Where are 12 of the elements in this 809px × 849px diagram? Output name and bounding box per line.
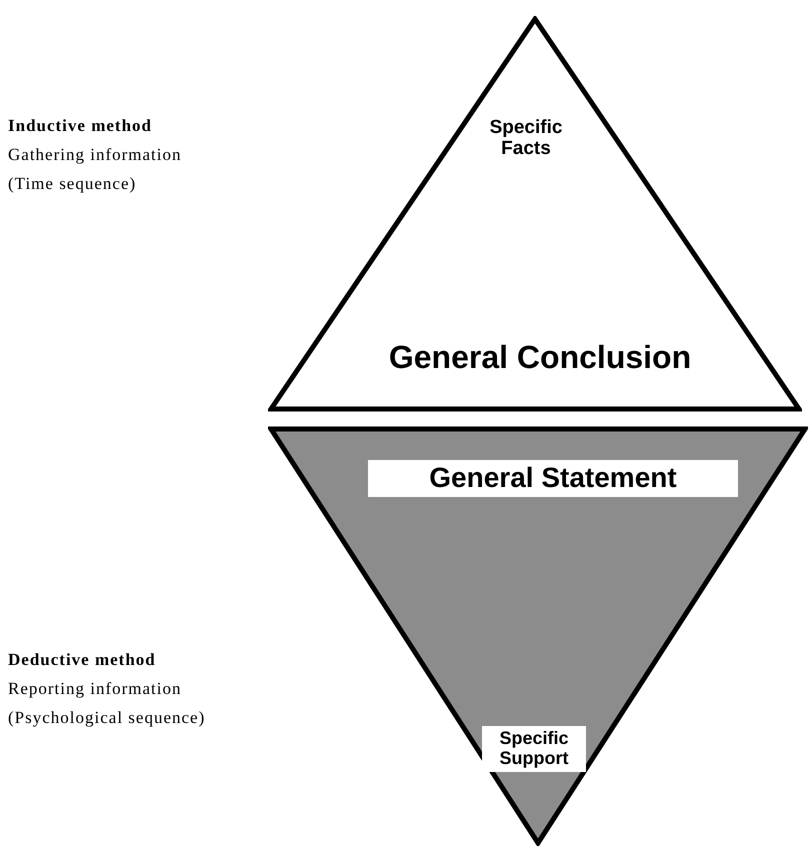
- method-heading: Deductive method: [8, 650, 157, 670]
- description-text: (Time sequence): [8, 174, 138, 194]
- description-text: Reporting information: [8, 679, 183, 699]
- triangle-label: General Statement: [368, 460, 738, 497]
- triangle-label: Specific Facts: [488, 118, 564, 160]
- triangle: [268, 16, 802, 412]
- description-text: (Psychological sequence): [8, 708, 206, 728]
- description-text: Gathering information: [8, 145, 182, 165]
- triangle-label: Specific Support: [482, 726, 586, 772]
- method-heading: Inductive method: [8, 116, 153, 136]
- triangle: [268, 426, 808, 846]
- triangle-label: General Conclusion: [388, 340, 692, 376]
